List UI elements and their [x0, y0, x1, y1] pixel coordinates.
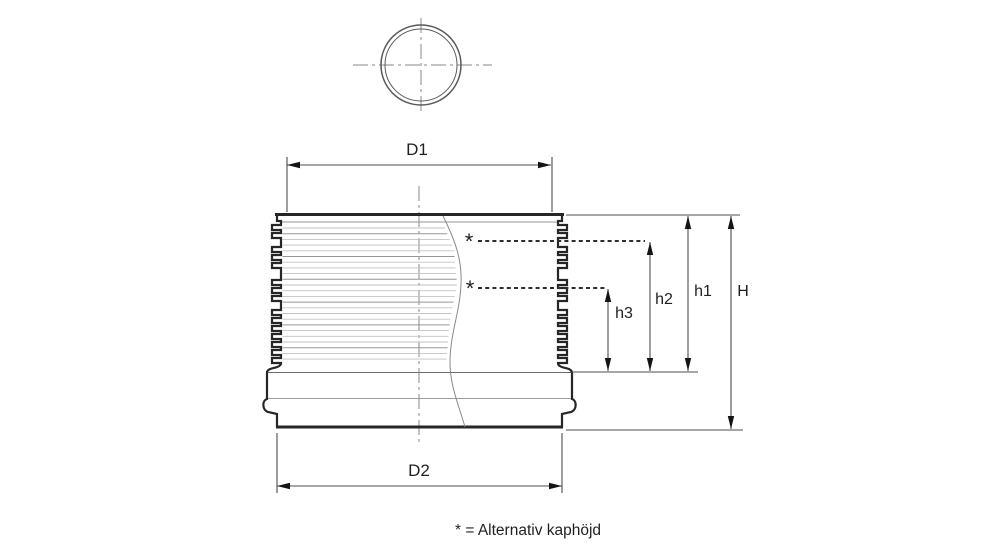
pipe-inner-circle — [384, 28, 458, 102]
d1-label: D1 — [406, 140, 428, 159]
d2-label: D2 — [408, 461, 430, 480]
h-total-arrow-bottom — [727, 416, 735, 429]
alt-cap-height-marker-1: * — [465, 229, 474, 254]
h3-arrow-top — [604, 289, 612, 302]
h3-arrow-bottom — [604, 358, 612, 371]
h3-label: h3 — [615, 305, 633, 322]
h1-arrow-top — [684, 216, 692, 229]
h1-arrow-bottom — [684, 358, 692, 371]
d1-arrow-left — [287, 161, 300, 169]
break-line — [442, 215, 466, 428]
h-total-arrow-top — [727, 216, 735, 229]
pipe-outer-circle — [380, 24, 462, 106]
top-view — [353, 18, 492, 112]
h2-arrow-top — [646, 242, 654, 255]
dimensions: D1 D2 h3 h2 h1 H — [276, 140, 749, 493]
alt-cap-height-markers: * * — [465, 229, 645, 301]
note-text: * = Alternativ kaphöjd — [455, 522, 601, 539]
d2-arrow-left — [277, 482, 290, 490]
alt-cap-height-marker-2: * — [466, 276, 475, 301]
front-view — [262, 186, 577, 446]
d1-arrow-right — [538, 161, 551, 169]
d2-arrow-right — [549, 482, 562, 490]
h1-label: h1 — [694, 283, 712, 300]
h2-arrow-bottom — [646, 358, 654, 371]
dimension-arrowheads — [277, 161, 735, 490]
corrugated-wall-right — [556, 216, 577, 427]
corrugation-lines — [282, 227, 457, 360]
h2-label: h2 — [655, 291, 673, 308]
h-total-label: H — [737, 283, 749, 300]
corrugated-wall-left — [262, 216, 283, 427]
